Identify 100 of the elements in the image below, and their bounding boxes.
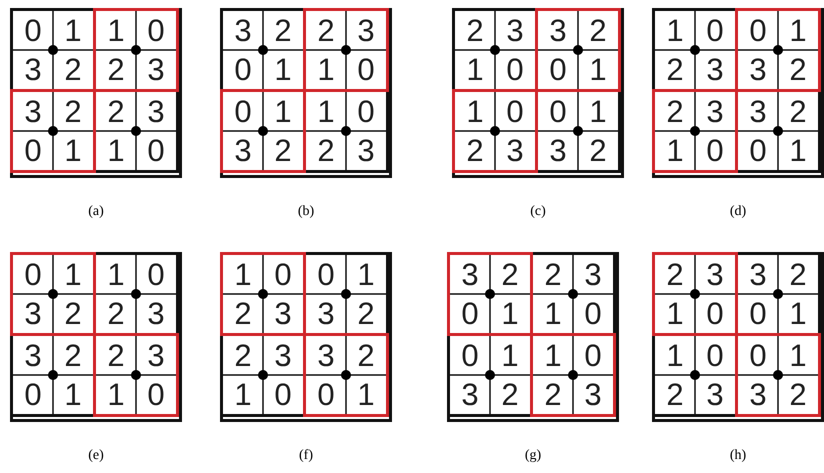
cell-digit: 2 [63,295,83,333]
cell-digit: 0 [748,337,768,375]
cell-digit: 2 [543,376,563,414]
cell-digit: 0 [583,295,603,333]
cell-digit: 0 [146,132,166,170]
highlighted-block [652,89,738,173]
cell-digit: 0 [233,51,253,89]
cell-digit: 1 [63,376,83,414]
highlighted-block [452,89,538,173]
cell-digit: 3 [146,295,166,333]
grid-block [735,89,821,173]
cell-digit: 2 [106,337,126,375]
cell-digit: 0 [748,295,768,333]
highlighted-block [303,8,389,92]
cell-digit: 1 [316,51,336,89]
cell-digit: 3 [23,337,43,375]
cell-digit: 2 [233,337,253,375]
cell-digit: 1 [788,295,808,333]
panel-caption: (e) [87,448,105,464]
cell-digit: 0 [23,256,43,294]
cell-digit: 3 [460,256,480,294]
cell-digit: 2 [588,12,608,50]
highlighted-block [10,89,96,173]
grid-block [535,89,621,173]
highlighted-block [93,333,179,417]
cell-digit: 2 [665,376,685,414]
cell-digit: 2 [788,93,808,131]
cell-digit: 1 [788,337,808,375]
panel-caption: (f) [298,448,314,464]
cell-digit: 0 [705,12,725,50]
cell-digit: 0 [316,376,336,414]
cell-digit: 2 [356,337,376,375]
cell-digit: 0 [705,337,725,375]
panel-caption: (h) [728,448,748,464]
cell-digit: 2 [500,376,520,414]
cell-digit: 1 [356,256,376,294]
cell-digit: 2 [316,132,336,170]
highlighted-block [220,252,306,336]
highlighted-block [530,333,616,417]
cell-digit: 3 [233,12,253,50]
cell-digit: 0 [273,256,293,294]
cell-digit: 1 [588,51,608,89]
cell-digit: 3 [748,93,768,131]
cell-digit: 1 [63,256,83,294]
grid-block [220,333,306,417]
cell-digit: 3 [505,132,525,170]
cell-digit: 1 [543,337,563,375]
cell-digit: 3 [273,295,293,333]
cell-digit: 2 [63,51,83,89]
panel-caption: (b) [296,204,316,220]
cell-digit: 0 [146,12,166,50]
cell-digit: 1 [543,295,563,333]
cell-digit: 3 [146,93,166,131]
cell-digit: 1 [106,132,126,170]
grid-block [10,8,96,92]
cell-digit: 3 [548,132,568,170]
cell-digit: 2 [273,132,293,170]
grid-block [530,252,616,336]
cell-digit: 2 [106,51,126,89]
cell-digit: 1 [316,93,336,131]
cell-digit: 3 [705,93,725,131]
cell-digit: 0 [583,337,603,375]
cell-digit: 0 [748,132,768,170]
cell-digit: 1 [500,295,520,333]
cell-digit: 0 [460,337,480,375]
cell-digit: 1 [665,12,685,50]
cell-digit: 1 [233,256,253,294]
cell-digit: 0 [548,93,568,131]
highlighted-block [735,333,821,417]
cell-digit: 1 [665,132,685,170]
grid-block [220,8,306,92]
grid-block [452,8,538,92]
cell-digit: 3 [356,132,376,170]
cell-digit: 2 [106,93,126,131]
highlighted-block [93,8,179,92]
cell-digit: 0 [23,132,43,170]
cell-digit: 1 [588,93,608,131]
highlighted-block [220,89,306,173]
highlighted-block [10,252,96,336]
cell-digit: 0 [23,376,43,414]
cell-digit: 0 [460,295,480,333]
cell-digit: 1 [63,12,83,50]
grid-block [303,252,389,336]
cell-digit: 3 [548,12,568,50]
panel-caption: (g) [524,448,542,464]
cell-digit: 2 [465,12,485,50]
cell-digit: 1 [106,12,126,50]
cell-digit: 2 [665,51,685,89]
cell-digit: 1 [465,93,485,131]
grid-block [93,89,179,173]
cell-digit: 0 [23,12,43,50]
panel-caption: (d) [728,204,748,220]
cell-digit: 3 [705,51,725,89]
cell-digit: 0 [233,93,253,131]
cell-digit: 0 [356,51,376,89]
cell-digit: 1 [106,256,126,294]
highlighted-block [447,252,533,336]
cell-digit: 1 [788,12,808,50]
cell-digit: 1 [273,51,293,89]
cell-digit: 2 [63,337,83,375]
